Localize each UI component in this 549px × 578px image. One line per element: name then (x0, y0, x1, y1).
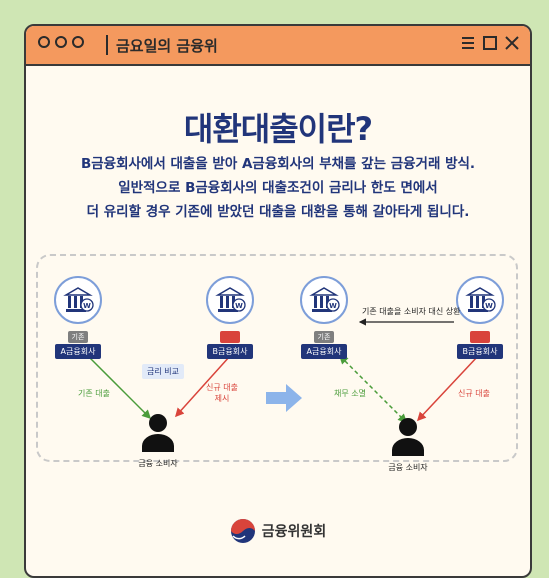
consumer-label: 금융 소비자 (138, 459, 178, 468)
existing-badge: 기존 (67, 331, 89, 343)
description-line: 일반적으로 B금융회사의 대출조건이 금리나 한도 면에서 (118, 180, 438, 196)
person-icon (142, 414, 174, 452)
bank-label: A금융회사 (300, 344, 348, 359)
existing-badge: 기존 (313, 331, 335, 343)
new-badge: 신규 (219, 331, 241, 343)
svg-text:W: W (83, 302, 91, 310)
rate-compare-tag: 금리 비교 (142, 364, 184, 379)
bank-icon: W (206, 276, 254, 324)
window-controls (460, 35, 520, 51)
svg-text:W: W (485, 302, 493, 310)
bank-label: A금융회사 (54, 344, 102, 359)
page-heading: 대환대출이란? (183, 110, 373, 148)
org-name: 금융위원회 (261, 524, 327, 540)
dot-icon[interactable] (55, 36, 67, 48)
right-bank-a: W 기존 A금융회사 (300, 276, 348, 359)
dot-icon[interactable] (38, 36, 50, 48)
svg-text:W: W (235, 302, 243, 310)
bank-icon: W (456, 276, 504, 324)
repay-label: 기존 대출을 소비자 대신 상환 (362, 307, 461, 316)
title-separator (106, 35, 108, 55)
bank-label: B금융회사 (456, 344, 504, 359)
description-line: 더 유리할 경우 기존에 받았던 대출을 대환을 통해 갈아타게 됩니다. (86, 204, 470, 220)
app-window: 금요일의 금융위 대환대출이란? B금융회사에서 대출을 받아 A금융회사의 부… (24, 24, 532, 578)
title-bar: 금요일의 금융위 (26, 26, 530, 66)
person-icon (392, 418, 424, 456)
new-badge: 신규 (469, 331, 491, 343)
bank-label: B금융회사 (206, 344, 254, 359)
diagram-arrows (87, 318, 479, 424)
menu-icon[interactable] (460, 35, 476, 51)
bank-icon: W (300, 276, 348, 324)
existing-loan-label: 기존 대출 (78, 389, 110, 398)
description: B금융회사에서 대출을 받아 A금융회사의 부채를 갚는 금융거래 방식. 일반… (26, 152, 530, 224)
window-title: 금요일의 금융위 (116, 37, 218, 55)
left-bank-a: W 기존 A금융회사 (54, 276, 102, 359)
description-line: B금융회사에서 대출을 받아 A금융회사의 부채를 갚는 금융거래 방식. (80, 156, 476, 172)
new-loan-arrow (416, 355, 479, 422)
left-consumer: 금융 소비자 (138, 412, 178, 469)
consumer-label: 금융 소비자 (388, 463, 428, 472)
debt-extinguished-arrow (338, 354, 408, 424)
debt-extinguished-label: 채무 소멸 (334, 389, 366, 398)
footer: 금융위원회 (26, 518, 530, 544)
window-dots (38, 36, 84, 48)
left-bank-b: W 신규 B금융회사 (206, 276, 254, 359)
right-bank-b: W 신규 B금융회사 (456, 276, 504, 359)
new-loan-offer-arrow (174, 355, 231, 418)
existing-loan-arrow (87, 355, 152, 420)
maximize-icon[interactable] (482, 35, 498, 51)
new-loan-label: 신규 대출 (458, 389, 490, 398)
transition-arrow (266, 384, 302, 412)
bank-icon: W (54, 276, 102, 324)
new-loan-offer-label: 신규 대출 제시 (206, 383, 238, 403)
close-icon[interactable] (504, 35, 520, 51)
diagram-panel: W 기존 A금융회사 W 신규 B금융회사 금리 비교 기존 대출 신규 대출 … (36, 254, 518, 472)
right-consumer: 금융 소비자 (388, 416, 428, 473)
dot-icon[interactable] (72, 36, 84, 48)
government-emblem-icon (230, 519, 255, 543)
svg-text:W: W (329, 302, 337, 310)
